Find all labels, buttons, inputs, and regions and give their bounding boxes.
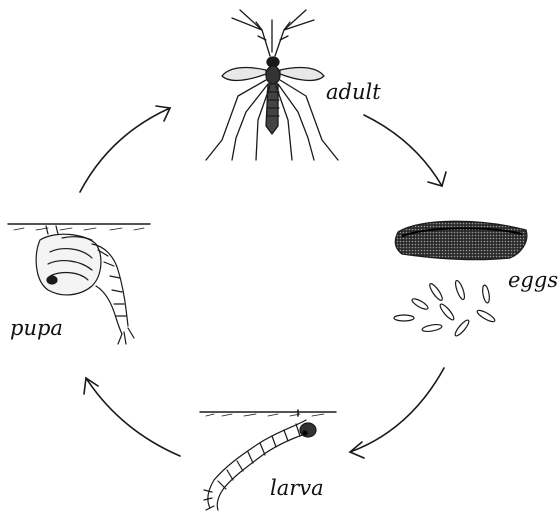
stage-label-eggs: eggs: [508, 268, 558, 292]
stage-label-adult: adult: [326, 80, 381, 104]
cycle-arrows: [80, 106, 446, 458]
arrow-eggs-to-larva: [350, 368, 444, 458]
egg-raft: [395, 221, 527, 259]
adult-mosquito-illustration: [206, 10, 338, 160]
arrow-adult-to-eggs: [364, 115, 446, 186]
arrow-larva-to-pupa: [84, 378, 180, 456]
stage-label-pupa: pupa: [10, 316, 63, 340]
eggs-illustration: [394, 221, 527, 337]
stage-label-larva: larva: [270, 476, 324, 500]
single-eggs: [394, 280, 496, 338]
arrow-pupa-to-adult: [80, 106, 170, 192]
